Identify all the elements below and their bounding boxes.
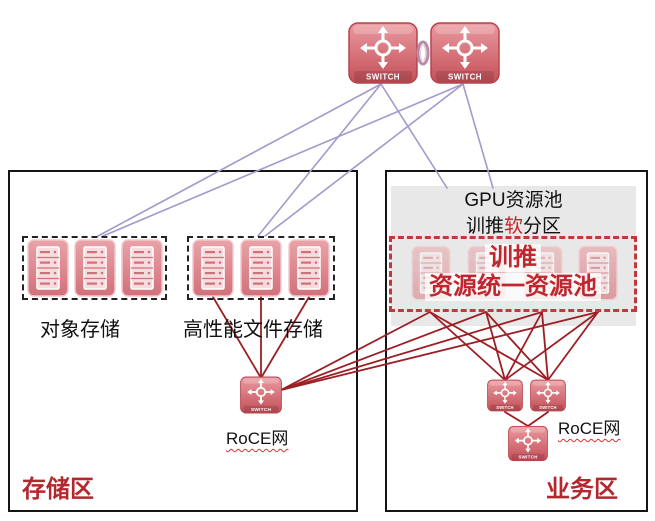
switch-label: SWITCH — [496, 405, 513, 410]
switch-label: SWITCH — [251, 407, 272, 413]
link-ring-icon — [416, 40, 430, 66]
core-switch-left-icon: SWITCH — [348, 22, 418, 84]
unified-pool-title: 训推 — [389, 244, 637, 272]
unified-line-2: 资源统一资源池 — [425, 273, 601, 301]
object-storage-label: 对象存储 — [40, 319, 120, 341]
storage-zone — [8, 170, 358, 512]
partition-prefix: 训推 — [465, 216, 504, 237]
partition-label: 训推软分区 — [391, 217, 636, 236]
server-icon — [74, 239, 116, 297]
business-zone-label: 业务区 — [546, 476, 618, 503]
object-storage-group — [22, 236, 167, 300]
switch-label: SWITCH — [366, 73, 400, 82]
server-icon — [192, 239, 234, 297]
gpu-pool-title: GPU资源池 — [464, 190, 563, 211]
business-roce-label: RoCE网 — [558, 419, 621, 438]
unified-pool-frame — [389, 236, 637, 312]
unified-line-1: 训推 — [485, 244, 541, 272]
business-roce-switch-bottom-icon: SWITCH — [508, 425, 548, 462]
file-storage-label: 高性能文件存储 — [183, 319, 323, 341]
partition-highlight: 软 — [503, 216, 523, 237]
business-roce-switch-right-icon: SWITCH — [530, 378, 566, 413]
switch-label: SWITCH — [448, 73, 482, 82]
unified-pool-subtitle: 资源统一资源池 — [389, 273, 637, 301]
storage-zone-label: 存储区 — [22, 476, 94, 503]
server-icon — [121, 239, 163, 297]
core-switch-right-icon: SWITCH — [430, 22, 500, 84]
partition-suffix: 分区 — [523, 216, 562, 237]
server-icon — [240, 239, 282, 297]
switch-label: SWITCH — [518, 455, 537, 460]
business-roce-switch-left-icon: SWITCH — [487, 378, 523, 413]
server-icon — [288, 239, 330, 297]
switch-label: SWITCH — [539, 405, 556, 410]
storage-roce-label: RoCE网 — [226, 429, 289, 448]
server-icon — [27, 239, 69, 297]
storage-roce-switch-icon: SWITCH — [240, 376, 282, 414]
